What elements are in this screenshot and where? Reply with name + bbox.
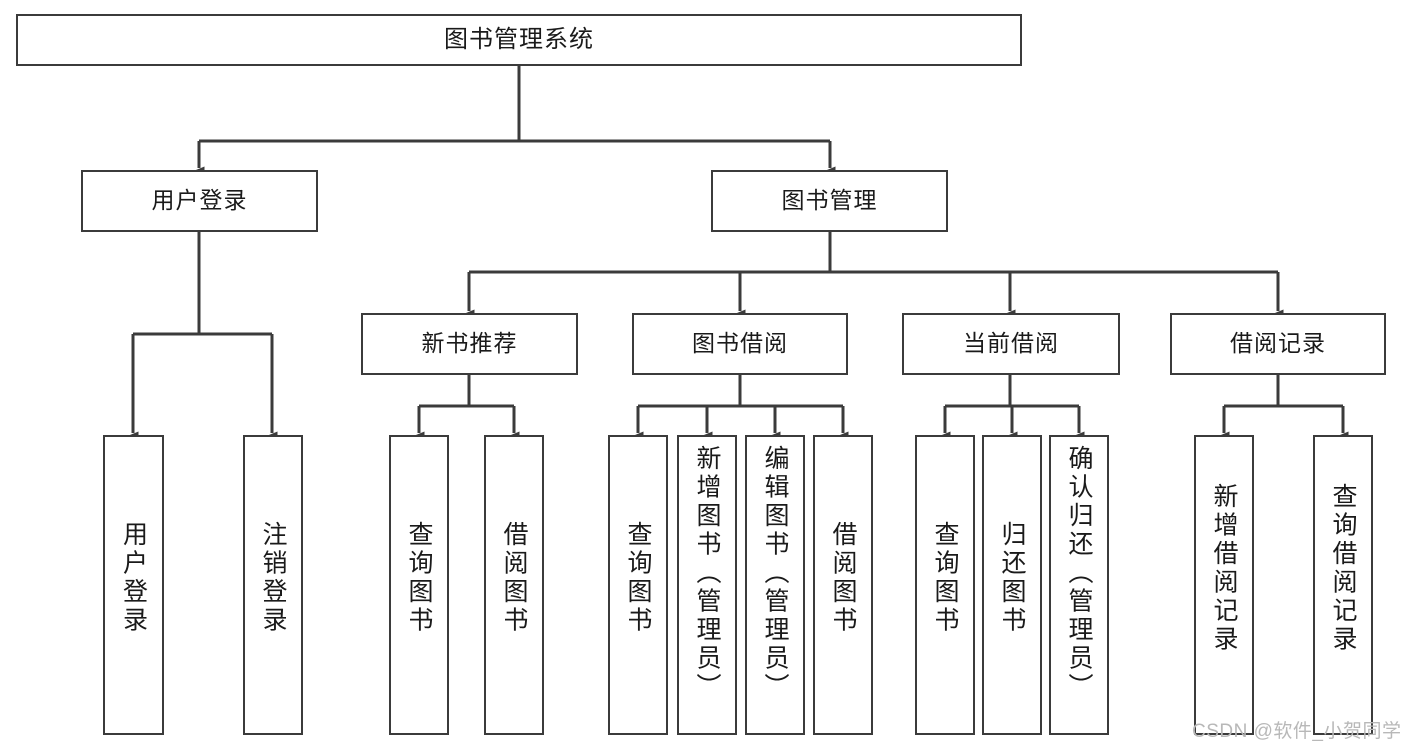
node-current-borrow[interactable]: 当前借阅 bbox=[902, 313, 1120, 375]
node-leaf-query-book-3-label: 查询图书 bbox=[931, 521, 959, 635]
node-book-borrow[interactable]: 图书借阅 bbox=[632, 313, 848, 375]
node-new-book-rec-label: 新书推荐 bbox=[421, 330, 518, 357]
node-leaf-borrow-book-2-label: 借阅图书 bbox=[829, 521, 857, 635]
node-leaf-query-record-label: 查询借阅记录 bbox=[1329, 483, 1357, 654]
node-leaf-user-login[interactable]: 用户登录 bbox=[103, 435, 164, 735]
node-leaf-edit-book-label: 编辑图书（管理员） bbox=[761, 445, 789, 702]
node-leaf-return-book[interactable]: 归还图书 bbox=[982, 435, 1042, 735]
node-root[interactable]: 图书管理系统 bbox=[16, 14, 1022, 66]
node-leaf-logout[interactable]: 注销登录 bbox=[243, 435, 303, 735]
node-leaf-edit-book[interactable]: 编辑图书（管理员） bbox=[745, 435, 805, 735]
node-root-label: 图书管理系统 bbox=[444, 25, 594, 53]
node-leaf-query-book-1-label: 查询图书 bbox=[405, 521, 433, 635]
node-leaf-query-book-1[interactable]: 查询图书 bbox=[389, 435, 449, 735]
node-borrow-record[interactable]: 借阅记录 bbox=[1170, 313, 1386, 375]
node-leaf-confirm-return-label: 确认归还（管理员） bbox=[1065, 445, 1093, 702]
node-leaf-user-login-label: 用户登录 bbox=[119, 521, 148, 635]
csdn-watermark-text: CSDN @软件_小贺同学 bbox=[1192, 721, 1402, 742]
node-leaf-add-record-label: 新增借阅记录 bbox=[1210, 483, 1238, 654]
node-leaf-borrow-book-1-label: 借阅图书 bbox=[500, 521, 528, 635]
node-leaf-query-record[interactable]: 查询借阅记录 bbox=[1313, 435, 1373, 735]
node-leaf-borrow-book-2[interactable]: 借阅图书 bbox=[813, 435, 873, 735]
node-leaf-add-book[interactable]: 新增图书（管理员） bbox=[677, 435, 737, 735]
csdn-watermark: CSDN @软件_小贺同学 bbox=[1192, 716, 1401, 743]
node-leaf-return-book-label: 归还图书 bbox=[998, 521, 1026, 635]
node-book-manage[interactable]: 图书管理 bbox=[711, 170, 948, 232]
node-new-book-rec[interactable]: 新书推荐 bbox=[361, 313, 578, 375]
node-leaf-query-book-2[interactable]: 查询图书 bbox=[608, 435, 668, 735]
node-leaf-add-book-label: 新增图书（管理员） bbox=[693, 445, 721, 702]
node-user-login-label: 用户登录 bbox=[151, 187, 248, 214]
node-current-borrow-label: 当前借阅 bbox=[963, 330, 1059, 357]
node-book-manage-label: 图书管理 bbox=[781, 187, 878, 214]
node-leaf-query-book-2-label: 查询图书 bbox=[624, 521, 652, 635]
node-borrow-record-label: 借阅记录 bbox=[1230, 330, 1326, 357]
node-leaf-confirm-return[interactable]: 确认归还（管理员） bbox=[1049, 435, 1109, 735]
node-leaf-logout-label: 注销登录 bbox=[259, 521, 287, 635]
node-leaf-borrow-book-1[interactable]: 借阅图书 bbox=[484, 435, 544, 735]
node-leaf-add-record[interactable]: 新增借阅记录 bbox=[1194, 435, 1254, 735]
node-book-borrow-label: 图书借阅 bbox=[692, 330, 788, 357]
node-user-login[interactable]: 用户登录 bbox=[81, 170, 318, 232]
node-leaf-query-book-3[interactable]: 查询图书 bbox=[915, 435, 975, 735]
